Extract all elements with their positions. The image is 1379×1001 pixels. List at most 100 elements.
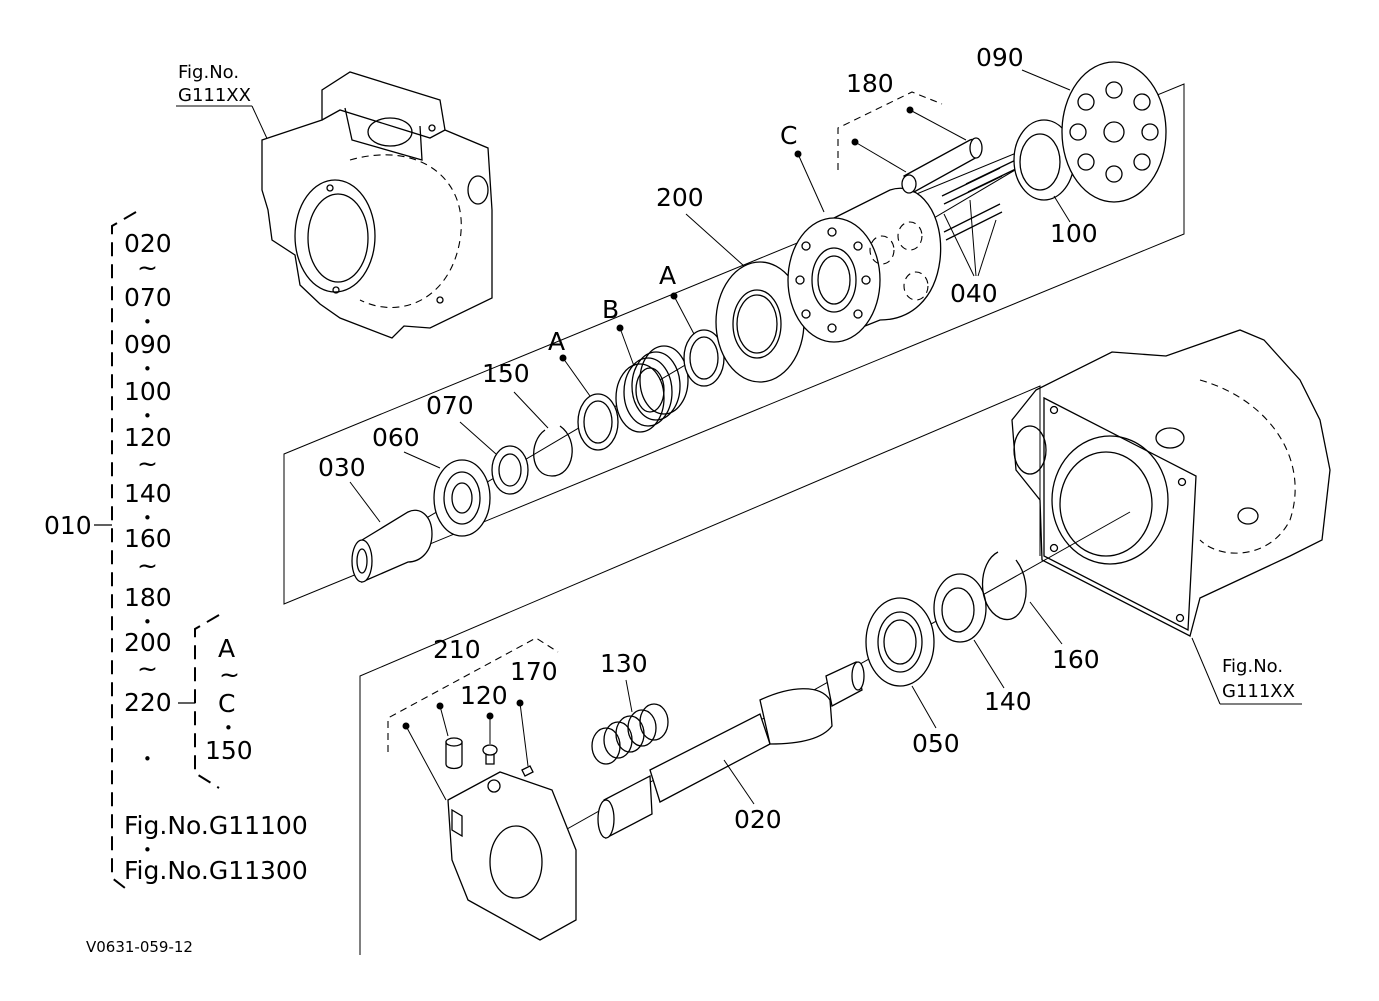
leader-c (797, 153, 825, 213)
callout-170: 170 (510, 657, 558, 686)
legend-item: ~ (137, 551, 158, 580)
diagram-code: V0631-059-12 (86, 938, 193, 956)
legend-assembly-label: 010 (44, 511, 92, 540)
legend-item: ~ (137, 654, 158, 683)
callout-020: 020 (734, 805, 782, 834)
leader-180a (854, 141, 907, 173)
callout-120: 120 (460, 681, 508, 710)
leader-160 (1029, 601, 1063, 645)
legend-item: 020 (124, 229, 172, 258)
leader-100 (1053, 195, 1071, 223)
leader-040b (969, 199, 977, 277)
callout-180: 180 (846, 69, 894, 98)
callout-040: 040 (950, 279, 998, 308)
legend-sub-item: • (224, 719, 233, 737)
part-c-cylinder-block (787, 187, 942, 343)
part-090-valve-plate (1061, 61, 1167, 203)
housing-right-bolt (1175, 613, 1185, 623)
housing-right-body (1011, 329, 1331, 637)
part-050-bearing (865, 597, 935, 687)
legend-item: 180 (124, 583, 172, 612)
callout-050: 050 (912, 729, 960, 758)
leader-170 (519, 702, 529, 767)
housing-bolt-hole (332, 286, 340, 294)
legend-item: ~ (137, 253, 158, 282)
callout-160: 160 (1052, 645, 1100, 674)
legend-item: 140 (124, 479, 172, 508)
housing-bore-inner (307, 193, 369, 283)
part-170-key (521, 765, 534, 777)
upper-assembly: 030 060 070 150 A (283, 43, 1185, 605)
leader-090 (1021, 69, 1071, 91)
part-020-shaft (597, 661, 865, 840)
leader-b (619, 327, 635, 367)
legend-item: 070 (124, 283, 172, 312)
fig-ref-top-line2: G111XX (178, 85, 251, 106)
housing-right-bolt (1049, 543, 1059, 553)
housing-edge (321, 109, 446, 139)
part-160-snap-ring (981, 551, 1027, 621)
legend-item: • (143, 407, 152, 425)
legend-sub-item: ~ (219, 660, 240, 689)
callout-b: B (602, 295, 619, 324)
housing-right-port (1155, 427, 1185, 449)
legend-item: 090 (124, 330, 172, 359)
legend-sub-item: A (218, 634, 235, 663)
leader-050 (911, 685, 937, 729)
housing-right-bolt (1049, 405, 1059, 415)
leader-070 (459, 421, 497, 455)
callout-100: 100 (1050, 219, 1098, 248)
part-060-bearing (433, 459, 491, 537)
callout-200: 200 (656, 183, 704, 212)
housing-right-bore-inner (1059, 451, 1153, 557)
legend-item: 200 (124, 628, 172, 657)
legend-item: • (143, 613, 152, 631)
legend-item: 220 (124, 688, 172, 717)
callout-a-1: A (548, 327, 565, 356)
leader-180b (909, 109, 967, 141)
leader-210a (405, 725, 447, 801)
legend-item: 100 (124, 377, 172, 406)
callout-090: 090 (976, 43, 1024, 72)
fig-ref-right-line2: G111XX (1222, 681, 1295, 702)
housing-right-bolt (1177, 477, 1187, 487)
legend-item: 120 (124, 423, 172, 452)
part-b-spring (615, 345, 689, 433)
fig-ref-right-line1: Fig.No. (1222, 656, 1283, 677)
leader-060 (403, 451, 441, 469)
part-070-washer (491, 445, 529, 495)
housing-bore-outer (294, 179, 376, 293)
callout-c: C (780, 121, 797, 150)
legend-item: ~ (137, 449, 158, 478)
part-130-spring (591, 703, 669, 765)
legend-sep: • (143, 841, 152, 859)
leader-140 (973, 639, 1005, 689)
housing-bolt-hole (326, 184, 334, 192)
upper-plane-outline (283, 83, 1185, 605)
legend-main-bracket (111, 211, 137, 889)
housing-right-side-port (1013, 425, 1047, 475)
part-140-seal (933, 573, 987, 643)
leader-130 (625, 679, 633, 713)
leader-040c (977, 219, 997, 277)
housing-right-boss (1237, 507, 1259, 525)
right-housing: Fig.No. G111XX (1011, 329, 1331, 705)
leader-210b (439, 705, 449, 737)
legend-item: 160 (124, 524, 172, 553)
housing-top-pad (344, 107, 423, 161)
legend-item: • (143, 313, 152, 331)
callout-150: 150 (482, 359, 530, 388)
fig-ref-top-line1: Fig.No. (178, 62, 239, 83)
callout-060: 060 (372, 423, 420, 452)
housing-body (261, 71, 493, 339)
lower-plane-outline (359, 385, 1041, 955)
lower-assembly: 210 120 170 (359, 385, 1131, 955)
callout-210: 210 (433, 635, 481, 664)
part-a-ring-1 (577, 393, 619, 451)
part-120-screw (482, 744, 498, 765)
housing-right-bore (1051, 435, 1169, 565)
part-030-sleeve (351, 509, 433, 583)
callout-030: 030 (318, 453, 366, 482)
callout-a-2: A (659, 261, 676, 290)
